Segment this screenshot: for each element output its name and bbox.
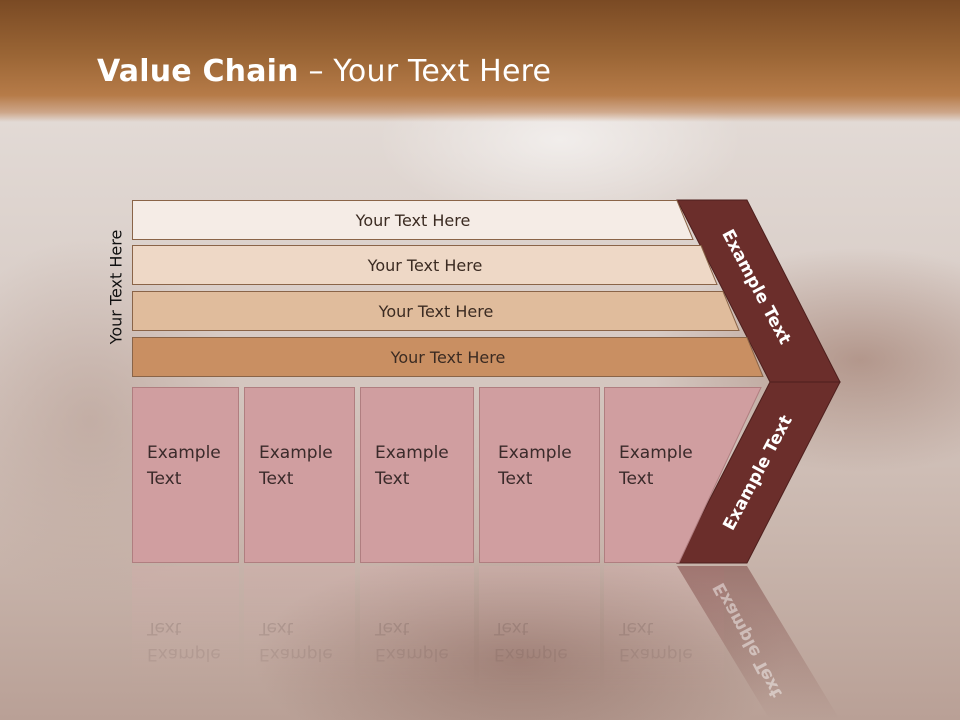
row-label: Your Text Here xyxy=(355,210,471,230)
box-line-2: Text xyxy=(498,469,533,489)
value-row-4[interactable]: Your Text Here xyxy=(132,337,764,377)
slide-title: Value Chain – Your Text Here xyxy=(97,54,551,89)
box-shape xyxy=(244,387,355,563)
row-shape xyxy=(132,337,764,377)
box-line-1: Example xyxy=(147,443,221,463)
box-line-1: Example xyxy=(375,443,449,463)
title-rest: – Your Text Here xyxy=(298,54,552,89)
box-line-2: Text xyxy=(619,469,654,489)
box-shape xyxy=(479,387,600,563)
value-row-1[interactable]: Your Text Here xyxy=(132,200,694,240)
row-label: Your Text Here xyxy=(378,301,494,321)
box-shape xyxy=(360,387,474,563)
box-line-1: Example xyxy=(619,443,693,463)
box-line-2: Text xyxy=(375,469,410,489)
row-shape xyxy=(132,200,694,240)
box-line-2: Text xyxy=(147,469,182,489)
box-line-1: Example xyxy=(498,443,572,463)
header-band xyxy=(0,0,960,122)
box-shape xyxy=(132,387,239,563)
row-label: Your Text Here xyxy=(390,347,506,367)
title-bold: Value Chain xyxy=(97,54,299,89)
box-shape xyxy=(604,387,762,563)
box-line-1: Example xyxy=(259,443,333,463)
row-shape xyxy=(132,291,740,331)
chevron-reflection xyxy=(677,566,840,720)
chevron-lower xyxy=(676,381,841,564)
box-line-2: Text xyxy=(259,469,294,489)
row-label: Your Text Here xyxy=(367,255,483,275)
value-row-3[interactable]: Your Text Here xyxy=(132,291,740,331)
value-row-2[interactable]: Your Text Here xyxy=(132,245,718,285)
row-shape xyxy=(132,245,718,285)
